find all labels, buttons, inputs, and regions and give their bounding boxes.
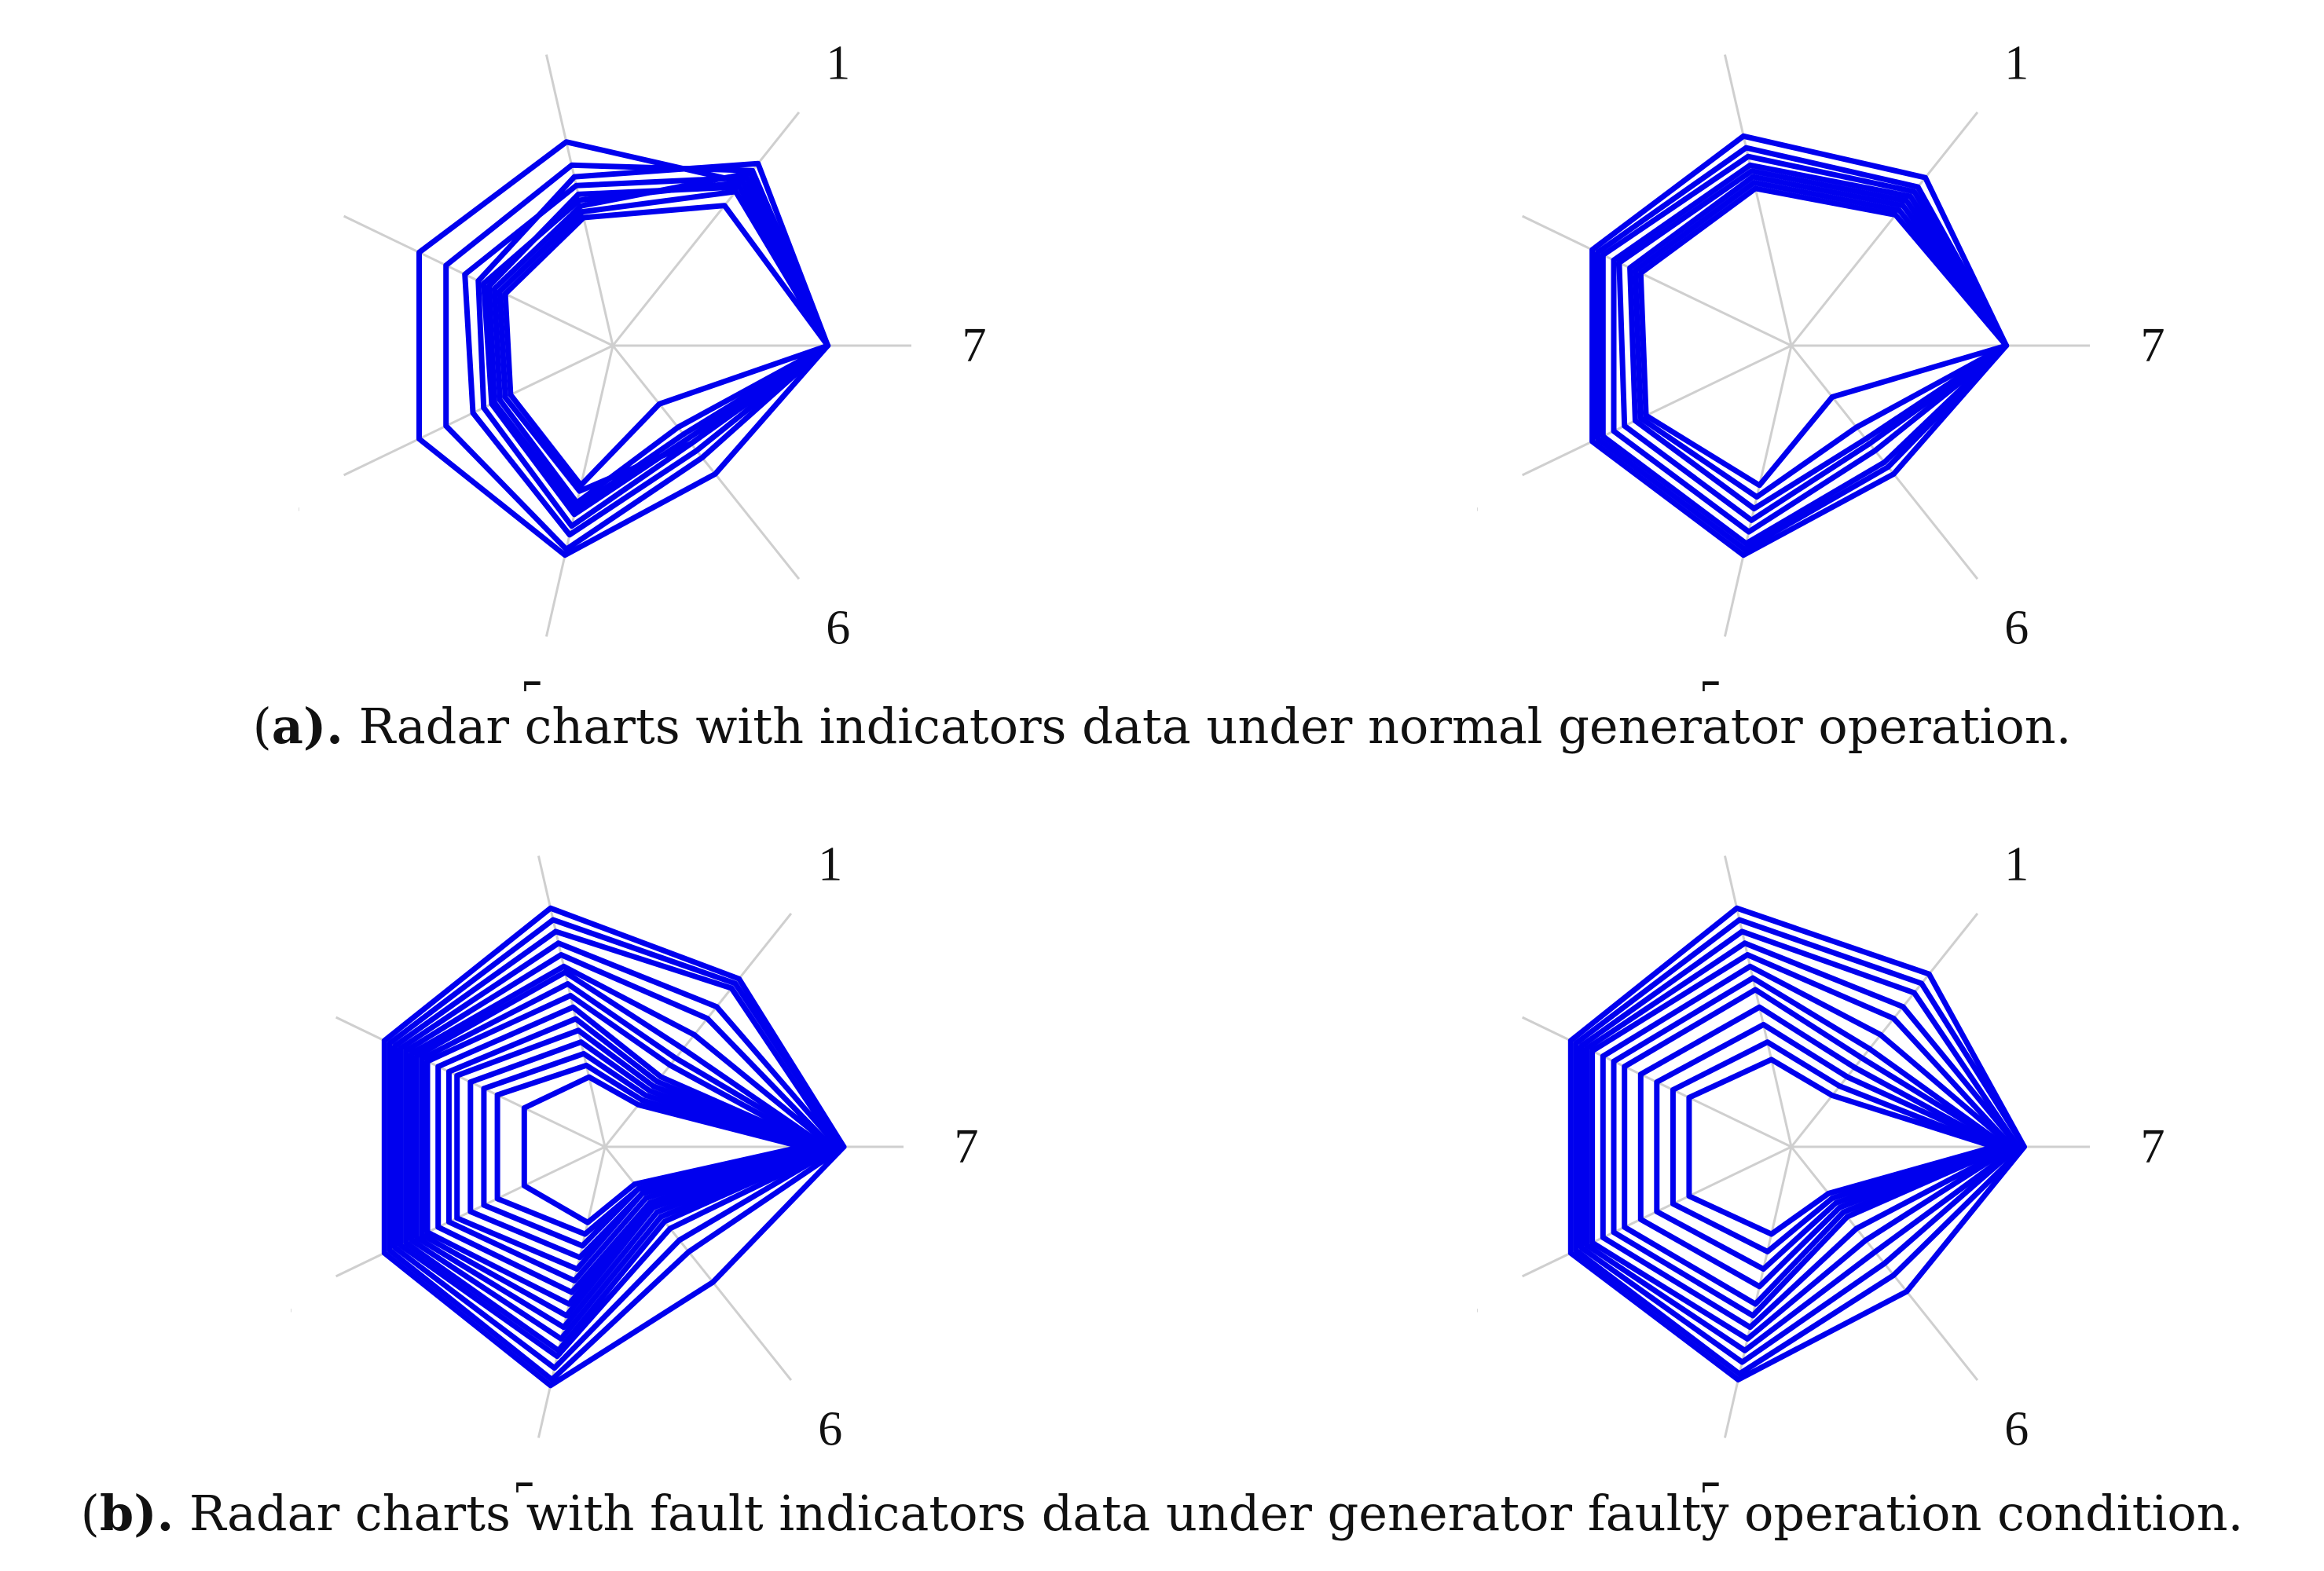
series-polygon-7 xyxy=(497,189,831,494)
axis-label-6: 6 xyxy=(826,602,850,655)
axis-label-1: 1 xyxy=(2004,36,2029,90)
axis-label-6: 6 xyxy=(2004,1403,2029,1456)
series-polygon-11 xyxy=(1686,1056,1997,1237)
axis-spoke-5 xyxy=(1723,1146,1793,1438)
axis-label-5: 5 xyxy=(512,1472,537,1492)
axis-spoke-5 xyxy=(1723,345,1793,637)
series-polygon-3 xyxy=(398,940,841,1360)
axis-label-2: 2 xyxy=(520,16,544,20)
series-polygon-6 xyxy=(1632,180,2010,500)
series-polygon-3 xyxy=(1584,940,2022,1353)
series-polygon-5 xyxy=(1600,963,2015,1331)
axis-spoke-2 xyxy=(1723,855,1793,1148)
radar-a-right-svg: 1 2 3 4 5 6 7 xyxy=(1477,16,2165,691)
caption-a: (a). Radar charts with indicators data u… xyxy=(0,698,2324,755)
axis-spoke-6 xyxy=(611,345,801,580)
caption-b-open: ( xyxy=(80,1485,100,1542)
axis-label-5: 5 xyxy=(520,671,544,691)
caption-a-label: a xyxy=(271,698,303,755)
series-polygon-0 xyxy=(416,139,831,558)
axis-label-7: 7 xyxy=(962,319,987,372)
series-polygon-0 xyxy=(1567,905,2027,1382)
axis-spoke-1 xyxy=(611,111,801,346)
caption-a-close: ). xyxy=(302,698,343,755)
caption-a-open: ( xyxy=(252,698,272,755)
axis-spoke-4 xyxy=(343,344,614,477)
radar-chart-b-right: 1 2 3 4 5 6 7 xyxy=(1477,817,2184,1492)
axis-spoke-1 xyxy=(603,912,793,1148)
axis-label-6: 6 xyxy=(2004,602,2029,655)
series-polygon-2 xyxy=(462,174,831,538)
axis-label-1: 1 xyxy=(826,36,850,90)
radar-b-left-svg: 1234567 xyxy=(291,817,979,1492)
axis-label-1: 1 xyxy=(2004,837,2029,891)
axis-label-3: 3 xyxy=(1477,162,1478,215)
radar-chart-b-left: 1234567 xyxy=(291,817,998,1492)
axis-spoke-1 xyxy=(1790,111,1979,346)
series-polygon-0 xyxy=(381,905,847,1389)
axis-label-7: 7 xyxy=(955,1120,979,1174)
series-polygon-1 xyxy=(1573,917,2027,1377)
caption-a-text: Radar charts with indicators data under … xyxy=(343,698,2072,755)
caption-b-text: Radar charts with fault indicators data … xyxy=(174,1485,2244,1542)
radar-b-right-svg: 1 2 3 4 5 6 7 xyxy=(1477,817,2165,1492)
series-polygon-1 xyxy=(387,917,847,1382)
axis-spoke-3 xyxy=(1521,214,1792,347)
axis-spoke-4 xyxy=(1521,344,1792,477)
axis-label-6: 6 xyxy=(818,1403,842,1456)
series-polygon-15 xyxy=(521,1074,805,1225)
caption-b: (b). Radar charts with fault indicators … xyxy=(0,1485,2324,1542)
radar-chart-a-right: 1 2 3 4 5 6 7 xyxy=(1477,16,2184,691)
axis-spoke-2 xyxy=(537,855,607,1148)
axis-label-2: 2 xyxy=(1699,16,1723,20)
axis-spoke-2 xyxy=(1723,54,1793,346)
caption-b-close: ). xyxy=(134,1485,174,1542)
axis-label-4: 4 xyxy=(1477,476,1478,529)
axis-label-5: 5 xyxy=(1699,1472,1723,1492)
axis-spoke-1 xyxy=(1790,912,1979,1148)
caption-b-label: b xyxy=(99,1485,134,1542)
axis-label-7: 7 xyxy=(2141,1120,2165,1174)
series-polygon-7 xyxy=(1637,185,2010,489)
axis-label-2: 2 xyxy=(1699,817,1723,822)
radar-a-left-svg: 1234567 xyxy=(299,16,987,691)
axis-label-4: 4 xyxy=(1477,1277,1478,1331)
axis-label-5: 5 xyxy=(1699,671,1723,691)
series-polygon-8 xyxy=(502,203,831,489)
axis-label-3: 3 xyxy=(1477,963,1478,1016)
axis-label-7: 7 xyxy=(2141,319,2165,372)
series-polygon-6 xyxy=(491,170,831,506)
axis-label-2: 2 xyxy=(512,817,537,822)
axis-label-1: 1 xyxy=(818,837,842,891)
radar-chart-a-left: 1234567 xyxy=(299,16,1006,691)
